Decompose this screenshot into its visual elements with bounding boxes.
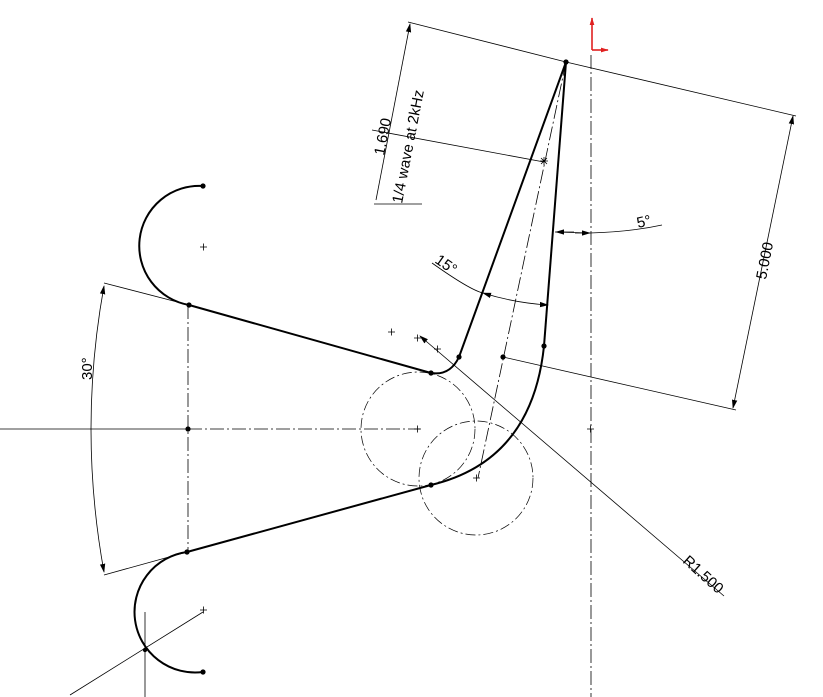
construction-circles[interactable] (360, 371, 534, 536)
dimension-length-total-label[interactable]: 5.000 (753, 241, 777, 281)
dimension-angle-taper-label[interactable]: 15° (432, 251, 460, 278)
dimension-angle-spread[interactable] (90, 282, 190, 576)
origin-icon (589, 17, 609, 53)
dimension-angle-tilt[interactable] (554, 224, 663, 236)
center-marks (200, 157, 594, 614)
dimension-length-total[interactable] (502, 61, 797, 411)
horn-profile[interactable] (133, 61, 567, 674)
dimension-length-note-label[interactable]: 1/4 wave at 2kHz (389, 89, 428, 205)
partial-lines (69, 611, 204, 697)
dimension-length-offset-label[interactable]: 1.690 (371, 117, 395, 157)
sketch-points[interactable] (142, 59, 569, 675)
dimension-angle-tilt-label[interactable]: 5° (635, 212, 653, 232)
dimension-angle-taper[interactable] (431, 262, 549, 308)
dimension-angle-spread-label[interactable]: 30° (79, 357, 96, 380)
dimension-radius[interactable] (419, 335, 725, 597)
dimension-radius-label[interactable]: R1.500 (679, 552, 726, 597)
dimension-length-offset[interactable] (371, 21, 567, 205)
centerlines (0, 55, 592, 697)
